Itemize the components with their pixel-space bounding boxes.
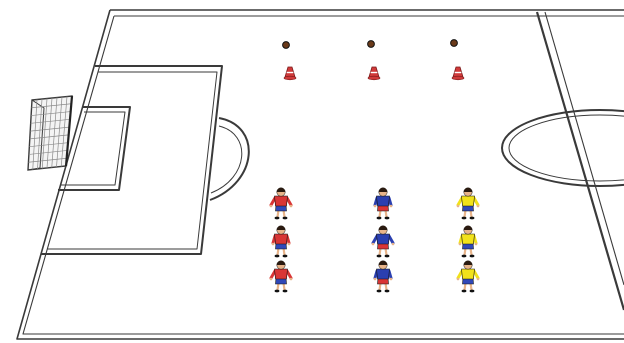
blue-team-player-3 <box>374 261 393 293</box>
penalty-arc-inner <box>211 126 242 193</box>
touchline-outer <box>17 10 624 339</box>
halfway-line-inner <box>545 12 624 285</box>
players <box>270 188 480 293</box>
red-team-player-3 <box>270 261 293 293</box>
yellow-team-player-3 <box>457 261 480 293</box>
blue-team-player-1 <box>374 188 393 220</box>
center-circle-inner <box>509 115 624 181</box>
yellow-team-player-2 <box>459 226 478 258</box>
goal-net <box>28 96 72 170</box>
ball-center <box>368 41 375 48</box>
pitch-lines <box>17 10 624 339</box>
center-circle <box>502 110 624 186</box>
cone-center <box>368 67 380 80</box>
cone-right <box>452 67 464 80</box>
halfway-line <box>537 12 624 310</box>
ball-left <box>283 42 290 49</box>
blue-team-player-2 <box>372 226 395 258</box>
drill-equipment <box>283 40 464 80</box>
cone-left <box>284 67 296 80</box>
red-team-player-2 <box>272 226 291 258</box>
yellow-team-player-1 <box>457 188 480 220</box>
ball-right <box>451 40 458 47</box>
red-team-player-1 <box>270 188 293 220</box>
